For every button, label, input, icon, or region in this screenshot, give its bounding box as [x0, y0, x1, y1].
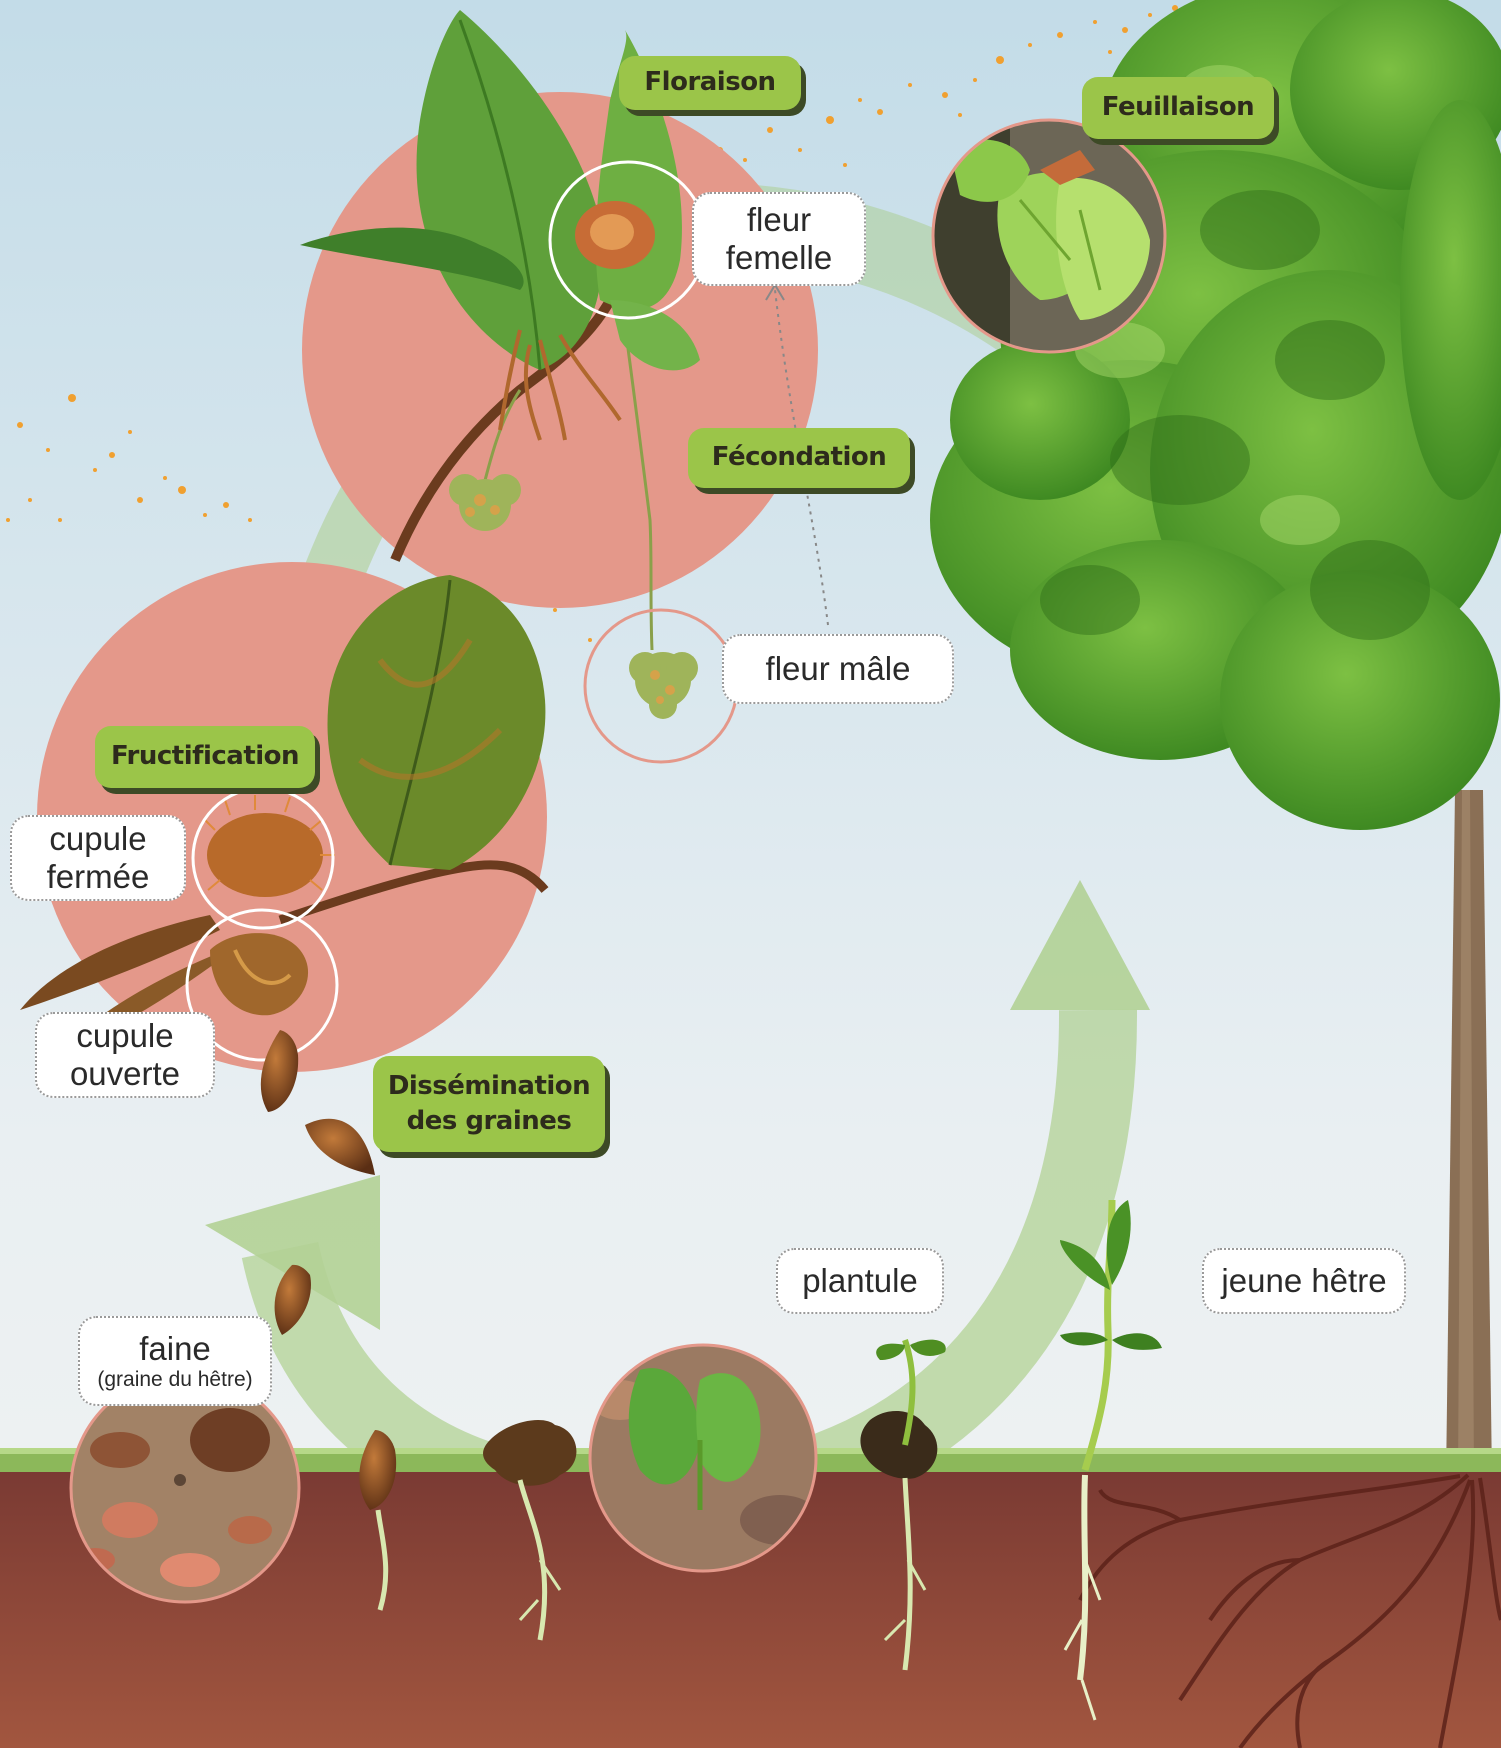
label-fleur-male: fleur mâle — [722, 634, 954, 704]
cupule-ouverte-line2: ouverte — [70, 1055, 180, 1093]
fleur-femelle-line2: femelle — [726, 239, 832, 277]
cupule-fermee-line2: fermée — [47, 858, 150, 896]
faine-photo — [70, 1374, 300, 1604]
stage-badge-floraison: Floraison — [619, 56, 801, 110]
faine-text: faine — [139, 1330, 211, 1368]
label-fleur-femelle: fleur femelle — [692, 192, 866, 286]
faine-subtext: (graine du hêtre) — [97, 1368, 252, 1392]
fleur-male-text: fleur mâle — [766, 650, 911, 688]
label-cupule-ouverte: cupule ouverte — [35, 1012, 215, 1098]
stage-badge-fecondation: Fécondation — [688, 428, 910, 488]
label-faine: faine (graine du hêtre) — [78, 1316, 272, 1406]
stage-badge-dissemination: Dissémination des graines — [373, 1056, 605, 1152]
stage-badge-fructification: Fructification — [95, 726, 315, 788]
stage-badge-feuillaison: Feuillaison — [1082, 77, 1274, 139]
cupule-ouverte-line1: cupule — [76, 1017, 173, 1055]
label-plantule: plantule — [776, 1248, 944, 1314]
fleur-femelle-line1: fleur — [747, 201, 811, 239]
label-cupule-fermee: cupule fermée — [10, 815, 186, 901]
plantule-text: plantule — [802, 1262, 918, 1300]
cupule-fermee-line1: cupule — [49, 820, 146, 858]
label-jeune-hetre: jeune hêtre — [1202, 1248, 1406, 1314]
jeune-hetre-text: jeune hêtre — [1221, 1262, 1386, 1300]
dissemination-line2: des graines — [407, 1104, 572, 1139]
dissemination-line1: Dissémination — [388, 1069, 590, 1104]
